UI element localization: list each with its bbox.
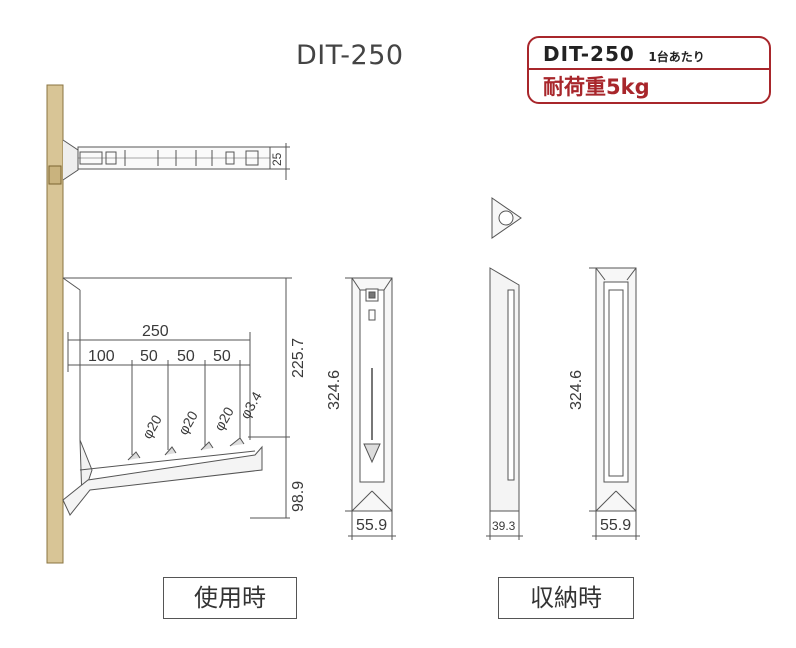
stored-front-dim-width: 55.9 — [600, 517, 631, 534]
model-title: DIT-250 — [296, 40, 404, 71]
dim-lower: 98.9 — [290, 481, 307, 512]
badge-model: DIT-250 — [543, 42, 635, 66]
badge-load: 耐荷重5kg — [529, 68, 769, 102]
badge-per-unit: 1台あたり — [648, 50, 705, 64]
dim-spacing-1: 50 — [140, 348, 158, 365]
front-dim-width: 55.9 — [356, 517, 387, 534]
front-dim-height: 324.6 — [326, 370, 343, 410]
dim-total: 250 — [142, 323, 169, 340]
stored-top-view — [491, 197, 522, 239]
top-dim-depth: 25 — [270, 152, 284, 166]
top-view — [48, 139, 290, 185]
hole-diameter-2: φ20 — [175, 408, 201, 438]
badge-header: DIT-250 1台あたり — [529, 38, 769, 68]
label-stored: 収納時 — [498, 577, 634, 619]
stored-front-dim-height: 324.6 — [568, 370, 585, 410]
dim-spacing-2: 50 — [177, 348, 195, 365]
stored-side-view — [486, 267, 523, 540]
side-view-in-use — [62, 277, 292, 519]
wall — [46, 84, 64, 564]
dim-spacing-3: 50 — [213, 348, 231, 365]
hole-diameter-3: φ20 — [211, 404, 237, 434]
stored-dim-depth: 39.3 — [492, 519, 516, 533]
dim-upper: 225.7 — [290, 338, 307, 378]
hole-diameter-4: φ3.4 — [237, 389, 265, 422]
front-view-in-use — [345, 277, 396, 540]
label-in-use: 使用時 — [163, 577, 297, 619]
dim-first: 100 — [88, 348, 115, 365]
hole-diameter-1: φ20 — [139, 412, 165, 442]
stored-front-view — [589, 267, 640, 540]
load-capacity-badge: DIT-250 1台あたり 耐荷重5kg — [527, 36, 771, 104]
